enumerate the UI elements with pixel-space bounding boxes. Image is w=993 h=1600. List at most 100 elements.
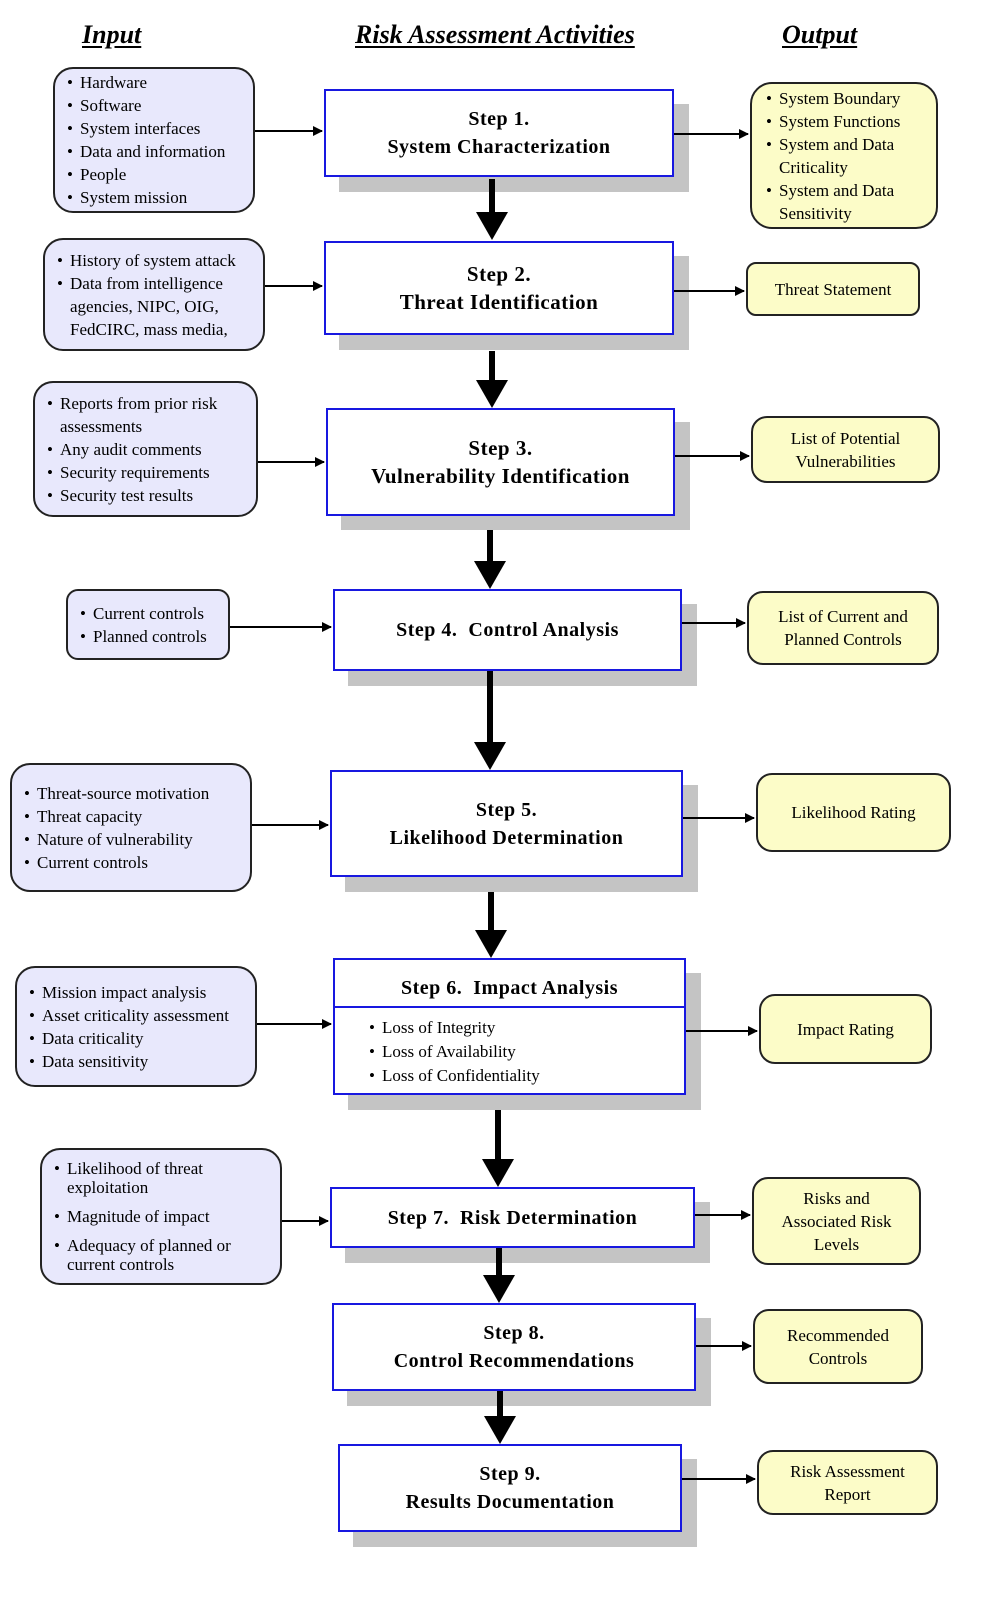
step-3-title: Vulnerability Identification	[371, 464, 630, 488]
input-arrows	[230, 126, 332, 1226]
output-text: Recommended	[787, 1325, 889, 1345]
output-text: Vulnerabilities	[795, 451, 896, 471]
step-4-box: Step 4. Control Analysis	[333, 589, 682, 671]
step-6-item: Loss of Confidentiality	[369, 1064, 684, 1088]
input-item: Adequacy of planned or current controls	[54, 1236, 280, 1274]
input-item: Magnitude of impact	[54, 1207, 280, 1226]
step-5-output-box: Likelihood Rating	[756, 773, 951, 852]
input-item: Data criticality	[29, 1027, 255, 1050]
step-8-output-box: Recommended Controls	[753, 1309, 923, 1384]
step-7-title: Step 7. Risk Determination	[387, 1206, 638, 1229]
output-text: List of Current and	[778, 607, 908, 626]
step-3-input-box: Reports from prior risk assessments Any …	[33, 381, 258, 517]
step-2-box: Step 2. Threat Identification	[324, 241, 674, 335]
step-4-input-box: Current controls Planned controls	[66, 589, 230, 660]
step-4-output-box: List of Current and Planned Controls	[747, 591, 939, 665]
input-item: Data sensitivity	[29, 1050, 255, 1073]
input-item: Nature of vulnerability	[24, 828, 250, 851]
down-arrow	[483, 1248, 515, 1303]
input-item: Software	[67, 94, 253, 117]
step-5-number: Step 5.	[475, 798, 538, 821]
step-4-title: Step 4. Control Analysis	[396, 619, 619, 641]
step-1-input-box: Hardware Software System interfaces Data…	[53, 67, 255, 213]
step-9-number: Step 9.	[479, 1463, 541, 1485]
step-3-number: Step 3.	[468, 436, 533, 460]
input-item: History of system attack	[57, 249, 263, 272]
step-5-box: Step 5. Likelihood Determination	[330, 770, 683, 877]
input-item: Current controls	[80, 602, 228, 625]
down-arrow	[476, 179, 508, 240]
step-2-title: Threat Identification	[399, 290, 599, 314]
input-item: System interfaces	[67, 117, 253, 140]
step-6-items: Loss of Integrity Loss of Availability L…	[335, 1008, 684, 1088]
step-8-number: Step 8.	[483, 1322, 545, 1344]
input-item: Security test results	[47, 484, 256, 507]
output-text: Levels	[813, 1234, 860, 1254]
output-item: System and Data Sensitivity	[766, 179, 936, 225]
input-column-header: Input	[82, 20, 142, 49]
step-5-title: Likelihood Determination	[389, 826, 624, 849]
step-3-output-box: List of Potential Vulnerabilities	[751, 416, 940, 483]
output-item: System Boundary	[766, 87, 936, 110]
step-7-output-box: Risks and Associated Risk Levels	[752, 1177, 921, 1265]
input-item: Current controls	[24, 851, 250, 874]
output-text: Report	[824, 1484, 871, 1504]
output-arrows	[674, 129, 758, 1484]
step-6-input-box: Mission impact analysis Asset criticalit…	[15, 966, 257, 1087]
output-text: Controls	[808, 1348, 868, 1368]
down-arrow	[474, 530, 506, 589]
input-item: Planned controls	[80, 625, 228, 648]
input-item: Threat-source motivation	[24, 782, 250, 805]
flow-down-arrows	[474, 179, 516, 1444]
output-text: List of Potential	[790, 428, 901, 448]
step-3-box: Step 3. Vulnerability Identification	[326, 408, 675, 516]
step-7-box: Step 7. Risk Determination	[330, 1187, 695, 1248]
step-7-input-box: Likelihood of threat exploitation Magnit…	[40, 1148, 282, 1285]
step-9-title: Results Documentation	[405, 1491, 615, 1513]
input-item: Likelihood of threat exploitation	[54, 1159, 280, 1197]
input-item: Asset criticality assessment	[29, 1004, 255, 1027]
down-arrow	[475, 892, 507, 958]
output-text: Risks and	[803, 1188, 870, 1208]
step-1-title: System Characterization	[387, 136, 611, 158]
step-1-output-box: System Boundary System Functions System …	[750, 82, 938, 229]
down-arrow	[482, 1110, 514, 1187]
input-item: Data and information	[67, 140, 253, 163]
step-9-output-box: Risk Assessment Report	[757, 1450, 938, 1515]
input-item: System mission	[67, 186, 253, 209]
step-5-input-box: Threat-source motivation Threat capacity…	[10, 763, 252, 892]
step-8-title: Control Recommendations	[393, 1350, 635, 1372]
input-item: Any audit comments	[47, 438, 256, 461]
output-text: Risk Assessment	[790, 1461, 905, 1481]
output-text: Impact Rating	[797, 1019, 894, 1039]
output-text: Planned Controls	[784, 630, 902, 649]
step-6-box: Step 6. Impact Analysis Loss of Integrit…	[333, 958, 686, 1095]
down-arrow	[484, 1391, 516, 1444]
output-column-header: Output	[782, 20, 858, 49]
step-2-output-box: Threat Statement	[746, 262, 920, 316]
input-item: Hardware	[67, 71, 253, 94]
step-9-box: Step 9. Results Documentation	[338, 1444, 682, 1532]
input-item: People	[67, 163, 253, 186]
step-6-divider	[335, 1006, 684, 1008]
input-item: Mission impact analysis	[29, 981, 255, 1004]
input-item: Security requirements	[47, 461, 256, 484]
step-6-title: Step 6. Impact Analysis	[400, 977, 619, 999]
output-item: System and Data Criticality	[766, 133, 936, 179]
input-item: Threat capacity	[24, 805, 250, 828]
step-1-box: Step 1. System Characterization	[324, 89, 674, 177]
step-1-number: Step 1.	[468, 108, 530, 130]
output-text: Likelihood Rating	[791, 803, 916, 822]
step-8-box: Step 8. Control Recommendations	[332, 1303, 696, 1391]
input-item: Reports from prior risk assessments	[47, 392, 256, 438]
output-text: Threat Statement	[774, 279, 892, 299]
activities-column-header: Risk Assessment Activities	[355, 20, 635, 49]
step-2-number: Step 2.	[466, 262, 532, 286]
step-6-item: Loss of Integrity	[369, 1016, 684, 1040]
output-item: System Functions	[766, 110, 936, 133]
down-arrow	[474, 671, 506, 770]
step-6-output-box: Impact Rating	[759, 994, 932, 1064]
step-6-item: Loss of Availability	[369, 1040, 684, 1064]
step-2-input-box: History of system attack Data from intel…	[43, 238, 265, 351]
